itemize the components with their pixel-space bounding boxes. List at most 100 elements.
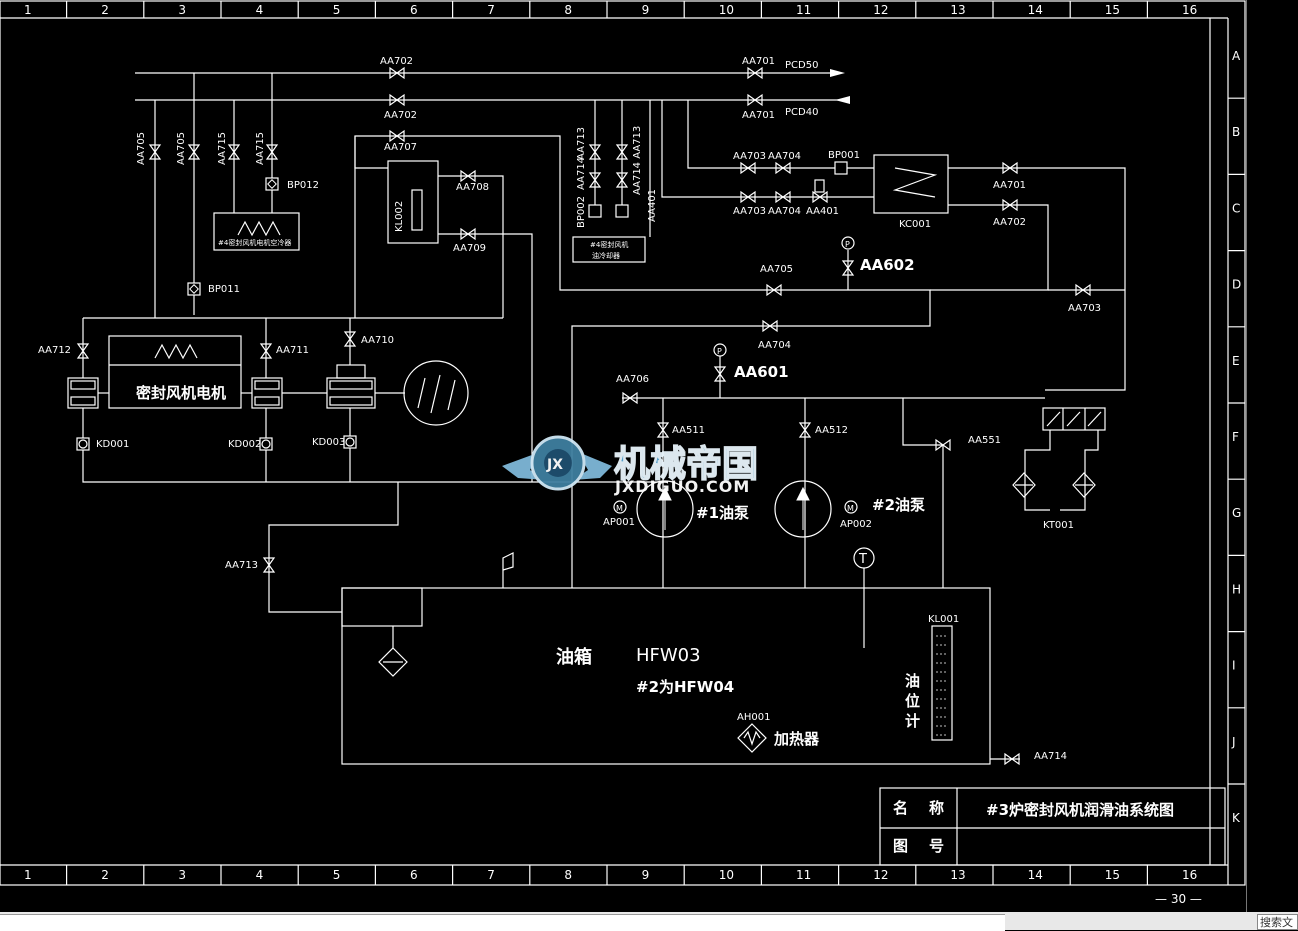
grid-column-6: 6 xyxy=(410,3,418,17)
grid-column-1: 1 xyxy=(24,868,32,882)
seal-fan-motor xyxy=(108,335,242,409)
search-input[interactable]: 搜索文 xyxy=(1257,914,1298,930)
valve-aa702-right: AA702 xyxy=(993,217,1026,228)
grid-column-6: 6 xyxy=(410,868,418,882)
grid-column-7: 7 xyxy=(487,3,495,17)
kd001-label: KD001 xyxy=(96,439,129,450)
title-block: 名 称 图 号 #3炉密封风机润滑油系统图 — 30 — xyxy=(879,787,1226,906)
grid-row-K: K xyxy=(1232,811,1241,825)
valve-aa714-a: AA714 xyxy=(576,157,587,190)
level-label-3: 计 xyxy=(905,712,920,730)
grid-column-8: 8 xyxy=(564,868,572,882)
watermark-logo: JX xyxy=(546,457,563,473)
title-name-label-2: 称 xyxy=(929,799,944,817)
valve-aa705-mid: AA705 xyxy=(760,264,793,275)
ah001-label: AH001 xyxy=(737,712,770,723)
top-pipelines: AA702 AA701 PCD50 AA702 AA701 PCD40 xyxy=(135,56,850,121)
grid-column-1: 1 xyxy=(24,3,32,17)
valve-aa703-right: AA703 xyxy=(1068,303,1101,314)
valve-aa701-top: AA701 xyxy=(742,56,775,67)
tank-model-2: #2为HFW04 xyxy=(636,678,734,696)
grid-column-12: 12 xyxy=(873,3,888,17)
oil-cooler-group: AA714 AA713 AA714 AA713 BP002 AA401 #4密封… xyxy=(572,100,658,263)
motor-group: AA712 AA711 AA710 密封风机电机 KD001 KD002 xyxy=(38,317,663,613)
svg-text:T: T xyxy=(858,552,867,567)
valve-aa701-right: AA701 xyxy=(993,180,1026,191)
kt001-filter: KT001 xyxy=(1012,407,1106,531)
valve-aa702-top: AA702 xyxy=(380,56,413,67)
grid-column-5: 5 xyxy=(333,3,341,17)
kd003-label: KD003 xyxy=(312,437,345,448)
grid-column-14: 14 xyxy=(1028,3,1043,17)
tank-label: 油箱 xyxy=(556,646,592,668)
pump2-label: #2油泵 xyxy=(872,496,925,514)
motor-label: 密封风机电机 xyxy=(136,384,226,402)
valve-aa706: AA706 xyxy=(616,374,649,385)
heater-label: 加热器 xyxy=(773,730,820,748)
valve-aa703-b: AA703 xyxy=(733,206,766,217)
kt001-label: KT001 xyxy=(1043,520,1074,531)
grid-column-11: 11 xyxy=(796,868,811,882)
bp002-label: BP002 xyxy=(576,196,587,228)
grid-column-5: 5 xyxy=(333,868,341,882)
drawing-title: #3炉密封风机润滑油系统图 xyxy=(986,801,1174,819)
valve-aa715-a: AA715 xyxy=(217,132,228,165)
oil-cooler xyxy=(572,236,646,263)
grid-column-15: 15 xyxy=(1105,868,1120,882)
grid-column-10: 10 xyxy=(719,3,734,17)
grid-column-4: 4 xyxy=(256,3,264,17)
valve-aa711: AA711 xyxy=(276,345,309,356)
left-branches: AA705 AA705 AA715 AA715 BP012 BP011 #4密封… xyxy=(136,73,319,318)
valve-aa714-low: AA714 xyxy=(1034,751,1067,762)
pipe-pcd40: PCD40 xyxy=(785,107,818,118)
grid-column-11: 11 xyxy=(796,3,811,17)
valve-aa712: AA712 xyxy=(38,345,71,356)
grid-column-3: 3 xyxy=(178,868,186,882)
kd002-label: KD002 xyxy=(228,439,261,450)
fan-impeller xyxy=(403,360,469,426)
valve-aa713-a: AA713 xyxy=(576,127,587,160)
valve-aa704-mid: AA704 xyxy=(758,340,791,351)
valve-aa715-b: AA715 xyxy=(255,132,266,165)
valve-aa401-b: AA401 xyxy=(806,206,839,217)
grid-column-7: 7 xyxy=(487,868,495,882)
valve-aa709: AA709 xyxy=(453,243,486,254)
level-label-1: 油 xyxy=(905,672,920,690)
watermark: JX 机械帝国 JXDIGUO.COM xyxy=(502,435,759,496)
grid-row-A: A xyxy=(1232,49,1241,63)
valve-aa708: AA708 xyxy=(456,182,489,193)
valve-aa710: AA710 xyxy=(361,335,394,346)
status-bar: 搜索文 xyxy=(0,912,1298,931)
valve-aa704-b: AA704 xyxy=(768,206,801,217)
motor-air-cooler xyxy=(213,212,300,251)
cooler-mid-label-2: 油冷却器 xyxy=(592,251,620,260)
oil-pump-1 xyxy=(636,480,694,538)
pumps-group: AA706 P AA601 AA511 AA512 M AP001 #1油泵 M… xyxy=(502,343,1045,648)
valve-aa707: AA707 xyxy=(384,142,417,153)
valve-aa511: AA511 xyxy=(672,425,705,436)
grid-row-C: C xyxy=(1232,201,1240,215)
kc001-group: AA703 AA704 BP001 AA703 AA704 AA401 KC00… xyxy=(661,100,1126,391)
bp011-label: BP011 xyxy=(208,284,240,295)
page-number: — 30 — xyxy=(1155,892,1202,906)
cooler-left-label: #4密封风机电机空冷器 xyxy=(218,238,291,247)
vertical-scrollbar[interactable] xyxy=(1246,0,1298,912)
ap002-label: AP002 xyxy=(840,519,872,530)
grid-row-J: J xyxy=(1231,735,1236,749)
valve-aa704-a: AA704 xyxy=(768,151,801,162)
grid-column-2: 2 xyxy=(101,3,109,17)
title-name-label-1: 名 xyxy=(893,799,908,817)
kl002-label: KL002 xyxy=(394,201,405,232)
grid-row-E: E xyxy=(1232,354,1240,368)
grid-column-2: 2 xyxy=(101,868,109,882)
grid-column-9: 9 xyxy=(642,3,650,17)
valve-aa713-low: AA713 xyxy=(225,560,258,571)
kc001-cooler xyxy=(873,154,949,214)
grid-column-9: 9 xyxy=(642,868,650,882)
tank-model: HFW03 xyxy=(636,645,701,666)
grid-row-F: F xyxy=(1232,430,1239,444)
valve-aa703-a: AA703 xyxy=(733,151,766,162)
grid-column-3: 3 xyxy=(178,3,186,17)
